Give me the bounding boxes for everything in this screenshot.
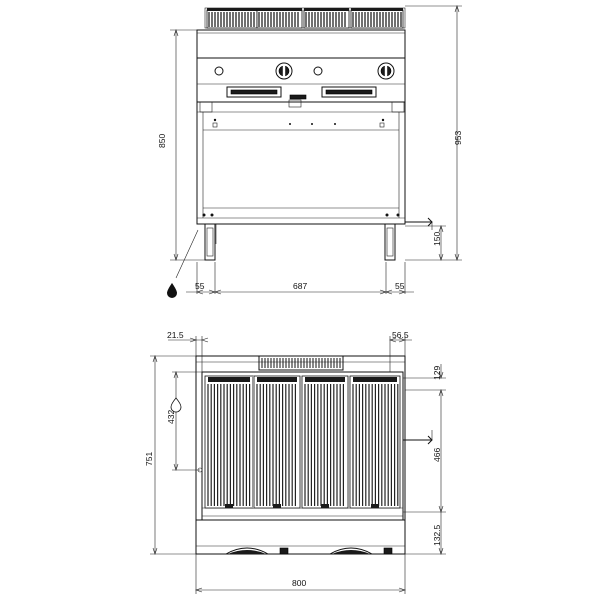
dim-label-751: 751 xyxy=(144,452,154,466)
legs xyxy=(204,223,396,261)
backsplash-vent xyxy=(258,355,344,371)
dim-label-150: 150 xyxy=(432,232,442,246)
dim-top-offsets: 21.5 56.5 xyxy=(167,330,412,372)
water-drop-icon xyxy=(170,397,182,413)
front-view: 850 953 150 xyxy=(157,5,463,298)
control-knob-right[interactable] xyxy=(377,62,395,80)
dim-label-56-5: 56.5 xyxy=(392,330,409,340)
dim-751: 751 xyxy=(144,355,196,555)
dim-132-5: 132.5 xyxy=(405,512,446,555)
dim-label-687: 687 xyxy=(293,281,307,291)
water-inlet-icon xyxy=(403,430,433,445)
dim-label-953: 953 xyxy=(453,131,463,145)
drawer-handle-left[interactable] xyxy=(226,86,282,98)
ignition-button-right[interactable] xyxy=(313,66,323,76)
top-view: 21.5 56.5 751 432 xyxy=(144,330,446,594)
dim-label-800: 800 xyxy=(292,578,306,588)
water-drop-icon xyxy=(167,283,177,298)
dim-front-width: 55 687 55 xyxy=(186,262,414,295)
dim-label-129: 129 xyxy=(432,366,442,380)
dim-label-55-right: 55 xyxy=(395,281,405,291)
cabinet-frame xyxy=(196,101,406,225)
control-knob-left[interactable] xyxy=(275,62,293,80)
top-body xyxy=(196,29,406,59)
grill-racks-front xyxy=(204,7,406,29)
dim-800: 800 xyxy=(195,554,406,594)
dim-label-55-left: 55 xyxy=(195,281,205,291)
dim-label-132-5: 132.5 xyxy=(432,524,442,546)
dim-953: 953 xyxy=(405,5,463,261)
dim-label-432: 432 xyxy=(166,410,176,424)
drawer-handle-right[interactable] xyxy=(321,86,377,98)
gas-inlet-icon xyxy=(405,217,433,230)
dim-label-466: 466 xyxy=(432,448,442,462)
front-panel-top xyxy=(195,519,406,555)
dim-129: 129 xyxy=(403,364,446,391)
dim-label-850: 850 xyxy=(157,134,167,148)
dim-850: 850 xyxy=(157,29,205,261)
dim-label-21-5: 21.5 xyxy=(167,330,184,340)
dim-466: 466 xyxy=(403,389,446,513)
dim-150: 150 xyxy=(405,225,446,261)
grill-grates-top xyxy=(204,375,401,509)
control-panel xyxy=(196,57,406,113)
dim-432: 432 xyxy=(166,371,203,473)
ignition-button-left[interactable] xyxy=(214,66,224,76)
